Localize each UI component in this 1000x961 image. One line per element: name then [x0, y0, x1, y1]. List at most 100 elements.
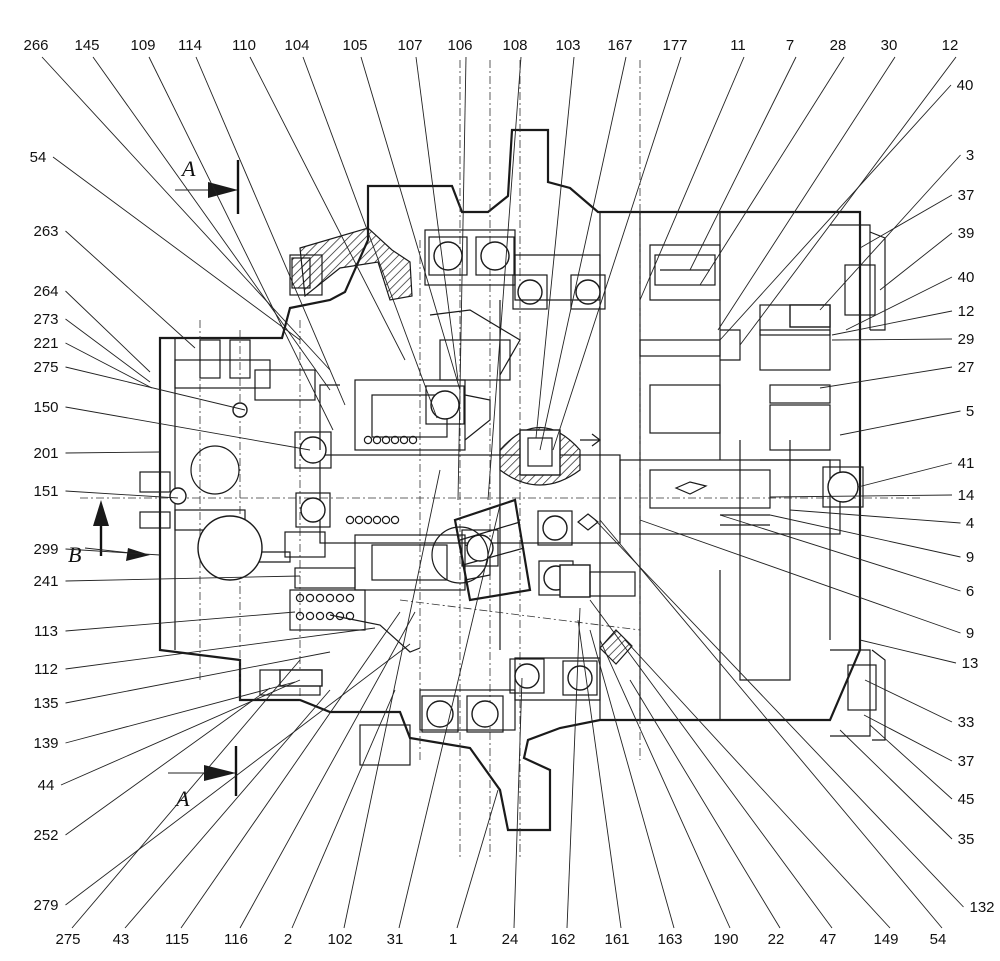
callout-label: 114 — [178, 37, 202, 54]
callout-label: 108 — [502, 37, 527, 54]
callout-top: 104 — [284, 37, 438, 419]
callout-right: 37 — [863, 714, 974, 770]
callout-label: 37 — [958, 187, 975, 204]
leader-line — [65, 366, 246, 411]
leader-line — [180, 611, 401, 929]
callout-label: 115 — [165, 931, 189, 948]
ball-bearing — [466, 695, 504, 733]
spring-coil — [295, 611, 305, 621]
callout-label: 275 — [33, 359, 58, 376]
callout-left: 139 — [33, 681, 296, 752]
leader-line — [689, 56, 797, 271]
callout-label: 33 — [958, 714, 975, 731]
callout-label: 40 — [957, 77, 974, 94]
callout-label: 44 — [38, 777, 55, 794]
callout-right: 41 — [857, 455, 975, 488]
leader-line — [719, 514, 961, 592]
callout-label: 2 — [284, 931, 292, 948]
leader-line — [65, 230, 196, 349]
callout-label: 102 — [327, 931, 352, 948]
leader-line — [599, 519, 943, 929]
leader-line — [456, 789, 499, 929]
callout-top: 167 — [539, 37, 633, 451]
plug-hatch — [291, 257, 311, 289]
ball-bearing — [428, 236, 468, 276]
leader-line — [831, 310, 953, 336]
needle-roller — [399, 435, 409, 445]
leader-line — [65, 406, 311, 451]
leader-line — [360, 56, 461, 391]
leader-line — [92, 56, 331, 391]
callout-label: 54 — [30, 149, 47, 166]
ball-bearing — [537, 510, 573, 546]
leader-line — [41, 56, 331, 371]
callout-label: 27 — [958, 359, 975, 376]
callout-label: 30 — [881, 37, 898, 54]
seal-ring — [577, 513, 599, 531]
callout-bottom: 275 — [55, 659, 301, 948]
callout-label: 190 — [713, 931, 738, 948]
callout-label: 275 — [55, 931, 80, 948]
spring-coil — [295, 593, 305, 603]
leader-line — [535, 56, 575, 439]
leader-line — [739, 56, 957, 346]
leader-line — [65, 548, 161, 556]
leader-line — [769, 514, 961, 558]
callout-left: 273 — [33, 311, 151, 383]
leader-line — [343, 469, 441, 929]
callout-top: 109 — [130, 37, 334, 431]
callout-label: 132 — [969, 899, 994, 916]
callout-label: 273 — [33, 311, 58, 328]
leader-line — [699, 56, 845, 286]
callout-left: 252 — [33, 687, 271, 844]
valve-body — [589, 571, 636, 597]
callout-label: 14 — [958, 487, 975, 504]
callout-label: 105 — [342, 37, 367, 54]
callout-bottom: 190 — [599, 639, 739, 948]
callout-label: 163 — [657, 931, 682, 948]
leader-line — [717, 56, 896, 331]
leader-line — [869, 724, 953, 800]
leader-line — [819, 366, 953, 389]
needle-roller — [408, 435, 418, 445]
spring-coil — [305, 593, 315, 603]
callout-label: 41 — [958, 455, 975, 472]
port-hole — [169, 487, 187, 505]
plug-block — [289, 254, 323, 296]
leader-line — [577, 619, 622, 929]
callout-left: 221 — [33, 335, 153, 389]
leader-line — [291, 689, 396, 929]
callout-label: 5 — [966, 403, 974, 420]
callout-right: 40 — [719, 77, 974, 341]
callout-top: 108 — [487, 37, 528, 501]
callout-left: 264 — [33, 283, 151, 373]
callout-top: 11 — [639, 37, 746, 301]
leader-line — [398, 504, 501, 929]
callout-label: 29 — [958, 331, 975, 348]
callout-right: 9 — [639, 519, 974, 642]
callout-top: 266 — [23, 37, 331, 371]
section-mark-b: B — [68, 500, 150, 567]
port-hole — [232, 402, 248, 418]
ball-bearings — [294, 236, 864, 733]
callout-left: 112 — [34, 627, 376, 678]
callout-left: 241 — [33, 573, 301, 590]
callout-label: 149 — [873, 931, 898, 948]
ball-bearing — [512, 274, 548, 310]
spring-coil — [315, 593, 325, 603]
cylinder-block — [354, 309, 521, 591]
callout-top: 177 — [552, 37, 688, 451]
callout-label: 162 — [550, 931, 575, 948]
callout-bottom: 47 — [589, 599, 836, 948]
leader-line — [552, 56, 682, 451]
leader-line — [65, 651, 331, 704]
leader-line — [415, 56, 459, 381]
callout-bottom: 22 — [629, 679, 784, 948]
leader-line — [539, 56, 627, 451]
callout-bottom: 31 — [387, 504, 501, 948]
callout-label: 263 — [33, 223, 58, 240]
needle-roller — [345, 515, 355, 525]
callout-label: 107 — [397, 37, 422, 54]
section-label-b: B — [68, 542, 81, 567]
